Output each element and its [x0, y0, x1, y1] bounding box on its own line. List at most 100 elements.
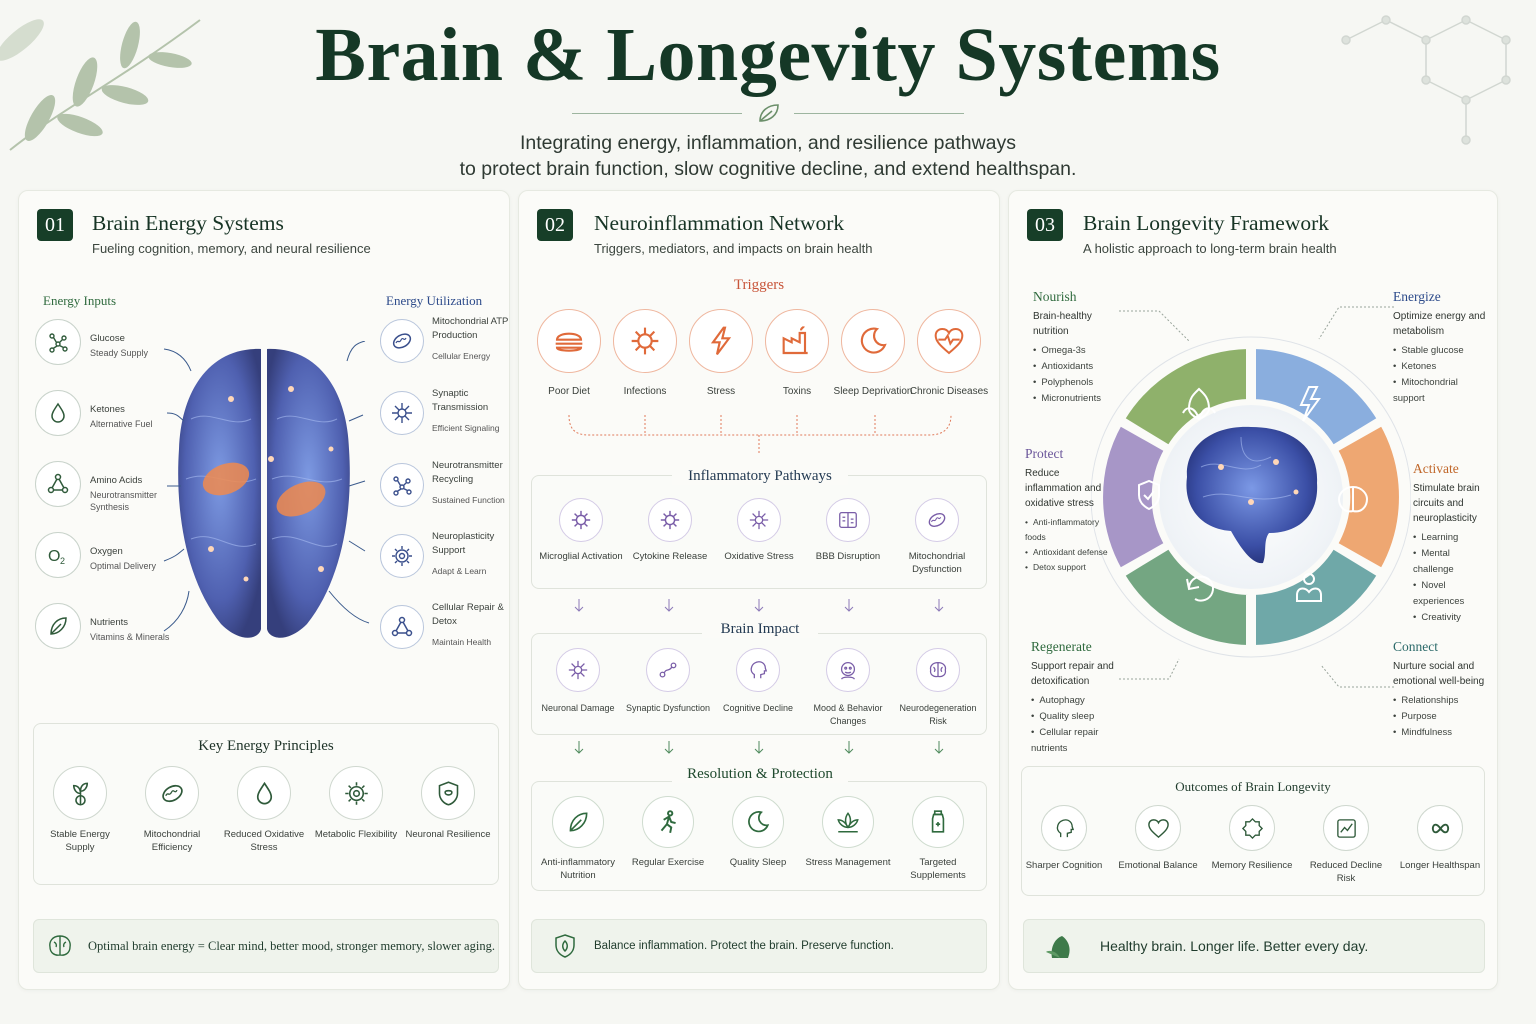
item-icon-circle — [53, 766, 107, 820]
item-icon-circle — [1135, 805, 1181, 851]
footer-text: Optimal brain energy = Clear mind, bette… — [88, 938, 495, 953]
svg-text:O: O — [48, 548, 60, 565]
item-label: Chronic Diseases — [909, 386, 989, 397]
utilization-name: Neuroplasticity Support — [432, 531, 495, 556]
utilization-icon-circle — [380, 534, 424, 578]
item-label: Quality Sleep — [729, 857, 787, 868]
framework-list-item: Novel experiences — [1413, 578, 1493, 610]
brain-icon — [929, 662, 947, 678]
framework-title: Protect — [1025, 446, 1064, 461]
pathways-title: Inflammatory Pathways — [672, 468, 848, 485]
framework-list: Stable glucoseKetonesMitochondrial suppo… — [1393, 343, 1489, 407]
utilization-icon-circle — [380, 605, 424, 649]
framework-list: AutophagyQuality sleepCellular repair nu… — [1031, 693, 1131, 757]
panel-number: 03 — [1027, 209, 1063, 241]
item-icon-circle — [737, 498, 781, 542]
factory-icon — [782, 326, 808, 355]
panel-title: Neuroinflammation Network — [594, 211, 845, 235]
input-name: Ketones — [90, 404, 125, 415]
item-label: Regular Exercise — [631, 857, 705, 868]
item-icon-circle — [917, 309, 981, 373]
item-label: Stress — [706, 386, 736, 397]
molecule-decoration — [1341, 15, 1511, 145]
input-name: Nutrients — [90, 617, 129, 628]
item-icon-circle — [648, 498, 692, 542]
item-icon-circle — [841, 309, 905, 373]
framework-list-item: Learning — [1413, 530, 1493, 546]
triggers-connector — [568, 415, 952, 453]
framework-desc: Brain-healthy nutrition — [1033, 311, 1092, 337]
item-icon-circle — [826, 498, 870, 542]
chart-icon — [1336, 818, 1356, 838]
panel-longevity-framework: 03 Brain Longevity Framework A holistic … — [1008, 190, 1498, 990]
item-label: Synaptic Dysfunction — [625, 703, 711, 713]
item-label: Neuronal Damage — [541, 703, 615, 713]
brain-shield-icon — [438, 780, 458, 806]
framework-desc: Stimulate brain circuits and neuroplasti… — [1413, 483, 1480, 524]
framework-list-item: Micronutrients — [1033, 391, 1123, 407]
moon-icon — [860, 327, 887, 354]
item-label: Poor Diet — [548, 386, 590, 397]
framework-desc: Optimize energy and metabolism — [1393, 311, 1486, 337]
item-icon-circle — [559, 498, 603, 542]
framework-list-item: Omega-3s — [1033, 343, 1123, 359]
impact-title: Brain Impact — [702, 621, 818, 638]
input-icon-circle — [35, 461, 81, 507]
input-icon-circle — [35, 319, 81, 365]
framework-list-item: Creativity — [1413, 610, 1493, 626]
item-label: Metabolic Flexibility — [314, 829, 398, 840]
input-icon-circle — [35, 390, 81, 436]
framework-list-item: Purpose — [1393, 709, 1489, 725]
leaf-icon — [50, 617, 67, 635]
item-icon-circle — [1229, 805, 1275, 851]
triggers-title: Triggers — [733, 277, 785, 293]
network-icon — [393, 476, 412, 496]
item-label: Longer Healthspan — [1399, 860, 1481, 871]
panel-brain-energy: 01 Brain Energy Systems Fueling cognitio… — [18, 190, 510, 990]
utilization-desc: Adapt & Learn — [432, 566, 487, 576]
item-icon-circle — [822, 796, 874, 848]
utilization-desc: Cellular Energy — [432, 351, 491, 361]
item-label: Cognitive Decline — [722, 703, 794, 713]
item-icon-circle — [915, 498, 959, 542]
item-label: Mitochondrial Efficiency — [143, 829, 201, 853]
footer-banner: Healthy brain. Longer life. Better every… — [1023, 919, 1485, 973]
ring-segment-regenerate — [1120, 544, 1250, 650]
input-desc: Steady Supply — [90, 348, 149, 358]
neuron-icon — [392, 403, 412, 423]
badge-icon — [1241, 817, 1263, 839]
framework-list-item: Polyphenols — [1033, 375, 1123, 391]
face-icon — [840, 662, 856, 680]
utilization-name: Cellular Repair & Detox — [432, 602, 504, 627]
item-label: Infections — [623, 386, 667, 397]
framework-desc: Nurture social and emotional well-being — [1393, 661, 1485, 687]
footer-text: Balance inflammation. Protect the brain.… — [594, 940, 894, 952]
utilization-icon-circle — [380, 391, 424, 435]
mitochondria-icon — [392, 333, 412, 349]
item-icon-circle — [1417, 805, 1463, 851]
item-icon-circle — [732, 796, 784, 848]
utilization-heading: Energy Utilization — [386, 293, 483, 308]
cytokine-icon — [660, 510, 680, 530]
lightning-icon — [710, 326, 732, 355]
flow-arrows — [163, 341, 370, 632]
footer-banner: Optimal brain energy = Clear mind, bette… — [33, 919, 499, 973]
moon-icon — [748, 811, 770, 833]
item-label: Anti-inflammatory Nutrition — [541, 857, 615, 881]
utilization-desc: Maintain Health — [432, 637, 492, 647]
molecule-icon — [391, 616, 413, 637]
framework-list-item: Mental challenge — [1413, 546, 1493, 578]
framework-list-item: Detox support — [1025, 560, 1109, 575]
brain-gear-icon — [344, 781, 368, 805]
droplet-icon — [256, 781, 272, 804]
utilization-name: Neurotransmitter Recycling — [432, 460, 503, 485]
item-label: Sharper Cognition — [1025, 860, 1103, 871]
item-icon-circle — [613, 309, 677, 373]
